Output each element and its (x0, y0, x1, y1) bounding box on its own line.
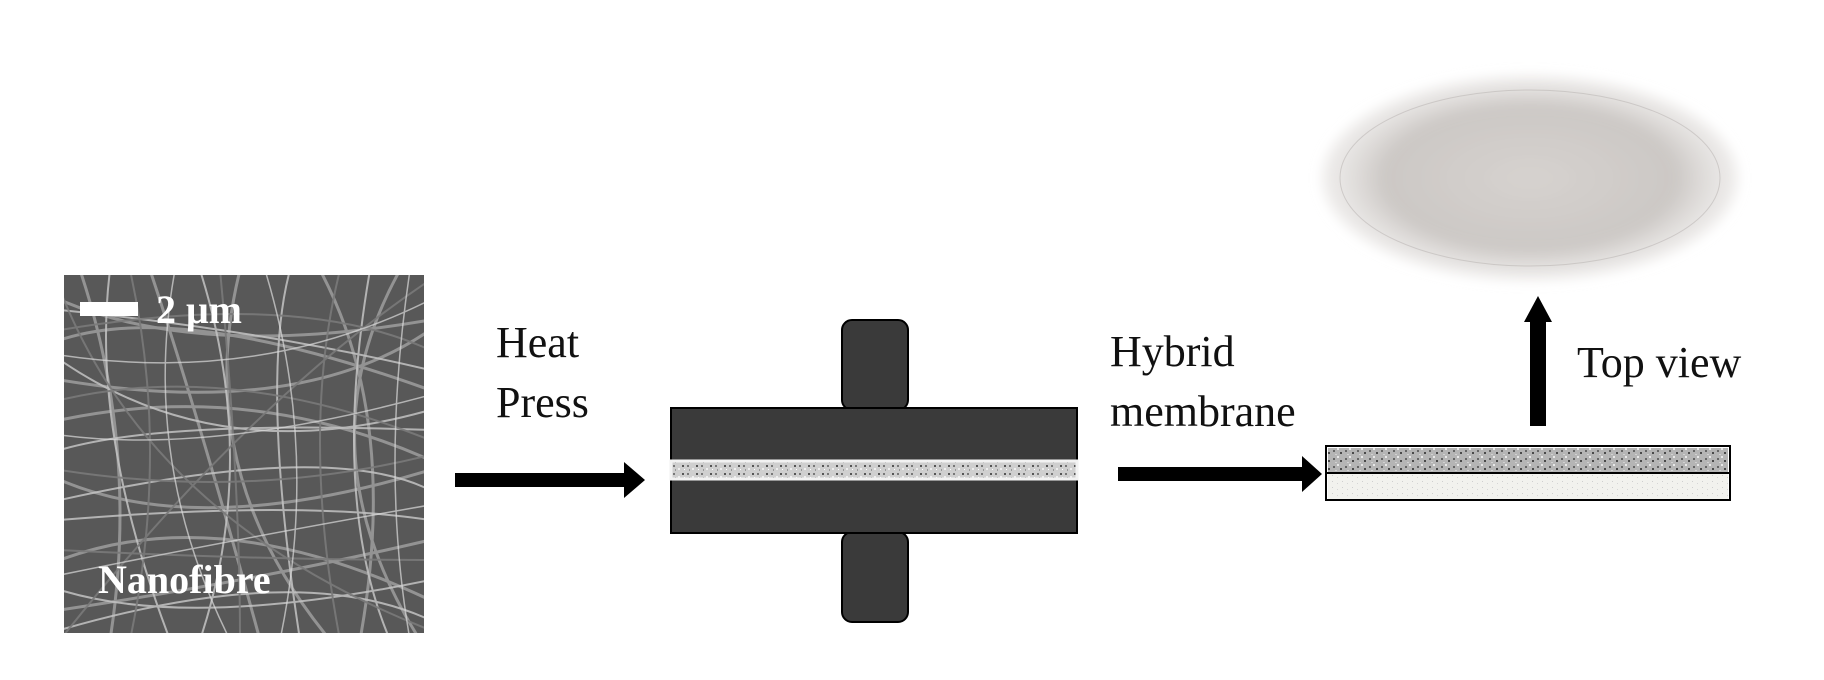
press-bottom-handle (841, 531, 909, 623)
press-top-handle (841, 319, 909, 411)
heat-press-label-line2: Press (496, 378, 589, 427)
heat-press-label-line1: Heat (496, 318, 580, 367)
hybrid-membrane (1325, 445, 1731, 501)
nanofibre-caption: Nanofibre (98, 557, 271, 602)
heat-press (669, 319, 1079, 623)
top-view-oval (1322, 76, 1738, 280)
membrane-bottom-layer (1328, 474, 1728, 499)
arrow-to-top-view (1524, 296, 1552, 426)
sem-image (64, 275, 424, 633)
scale-bar-label: 2 μm (156, 287, 242, 332)
membrane-top-layer (1328, 448, 1728, 472)
press-membrane-layer (669, 459, 1079, 481)
arrow-to-press (455, 462, 645, 498)
scale-bar (80, 302, 138, 316)
arrow-to-membrane (1118, 456, 1322, 492)
hybrid-membrane-label-line2: membrane (1110, 387, 1296, 436)
hybrid-membrane-label-line1: Hybrid (1110, 327, 1235, 376)
top-view-label: Top view (1577, 338, 1742, 387)
